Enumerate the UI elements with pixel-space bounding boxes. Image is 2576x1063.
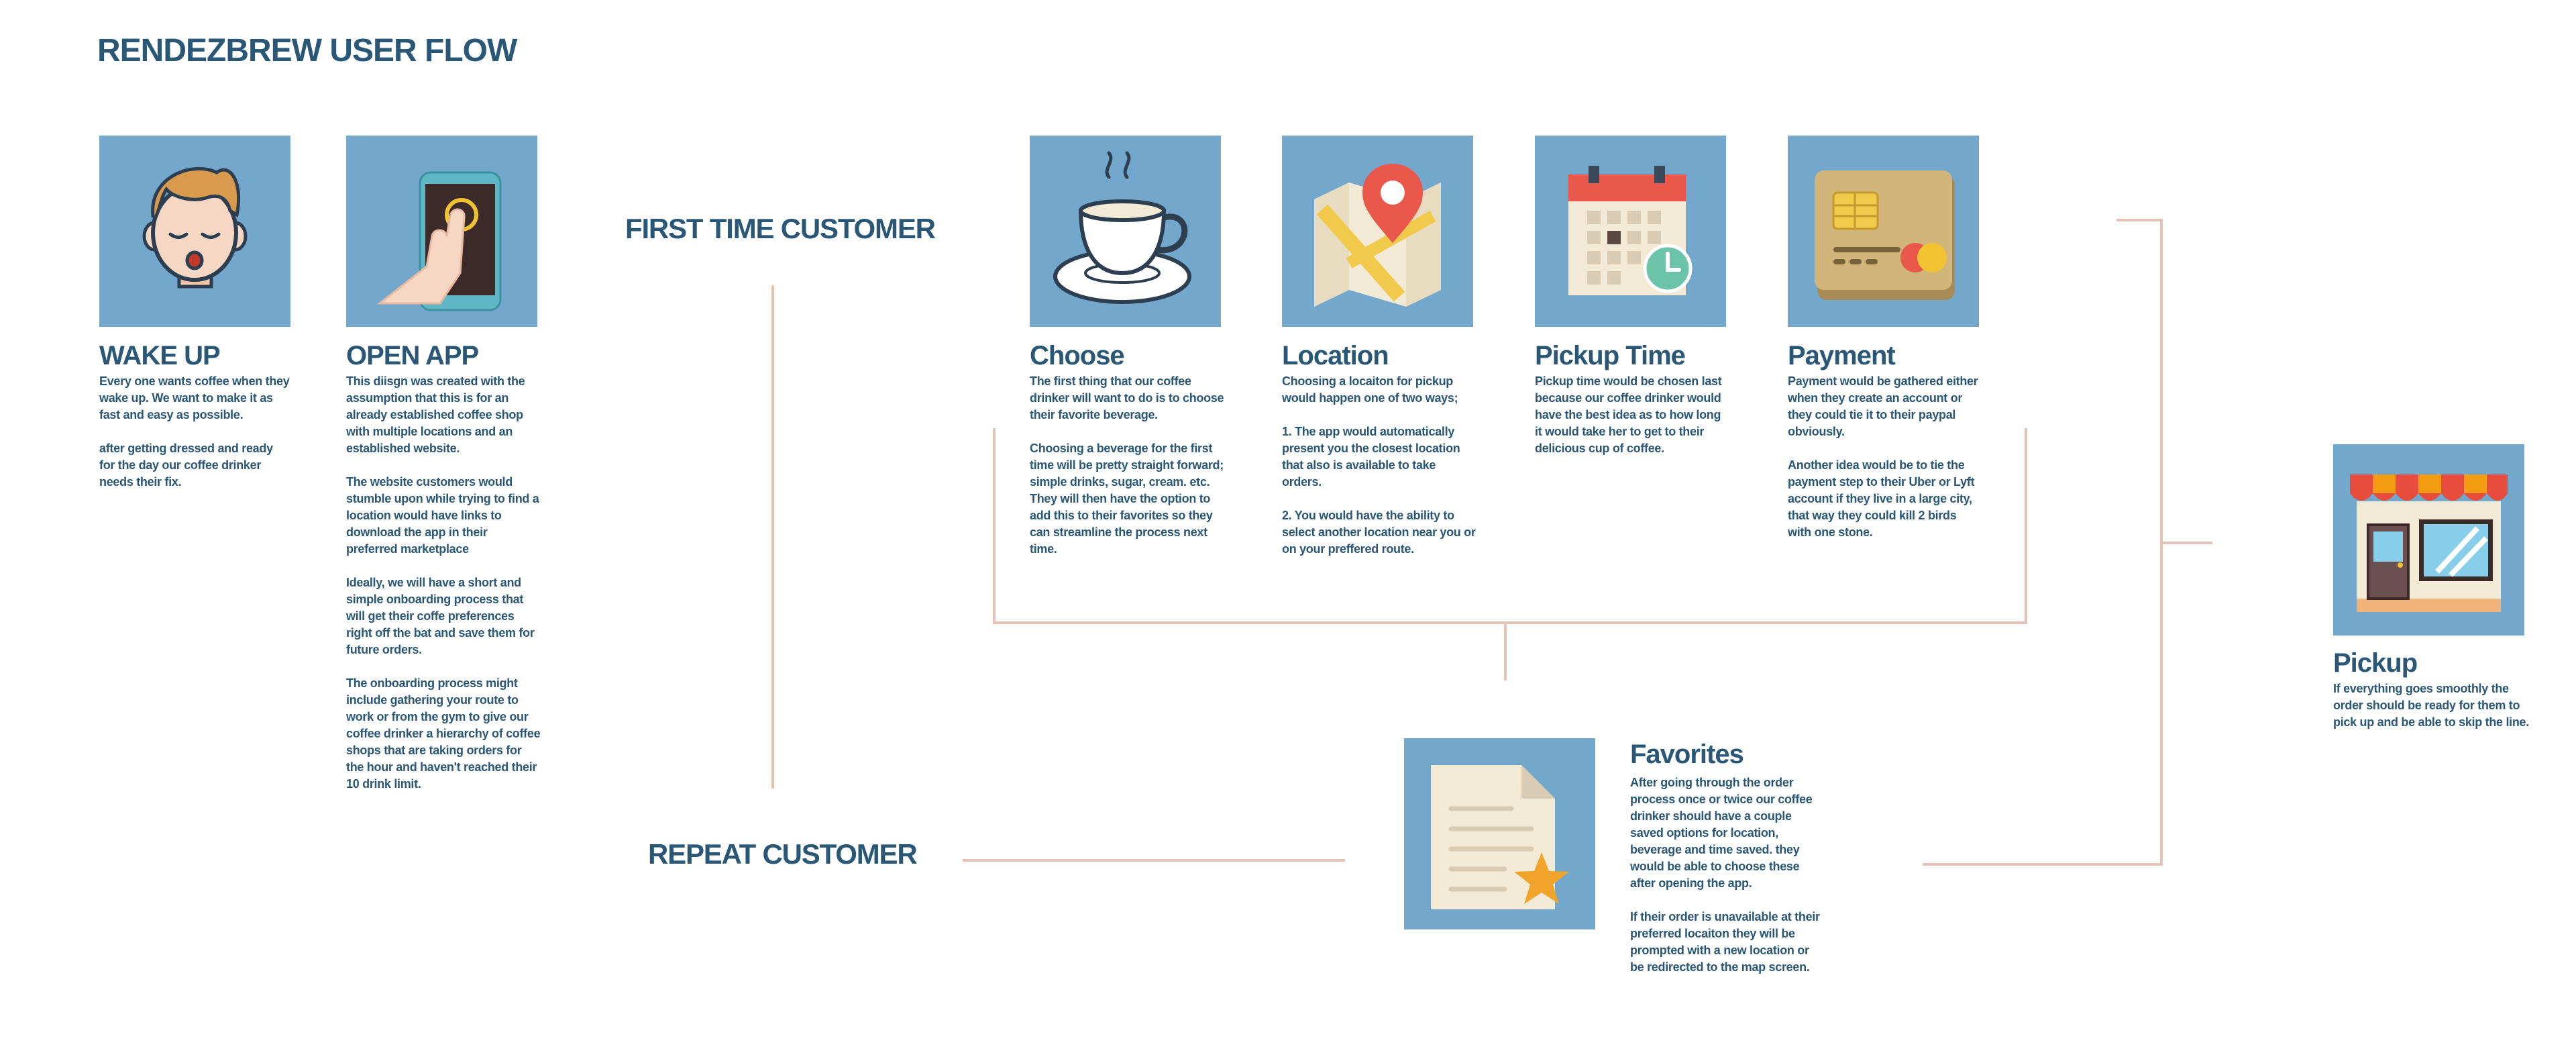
favorites-body: After going through the order process on… (1630, 774, 1825, 976)
pickup-time-tile (1535, 136, 1726, 327)
wake-up-body: Every one wants coffee when they wake up… (99, 373, 290, 491)
payment-text-1: Payment would be gathered either when th… (1788, 374, 1978, 438)
divider-line (771, 285, 774, 789)
open-app-text-4: The onboarding process might include gat… (346, 676, 541, 791)
page-title: RENDEZBREW USER FLOW (97, 33, 517, 68)
location-heading: Location (1282, 341, 1389, 370)
favorites-text-1: After going through the order process on… (1630, 776, 1813, 890)
merge-bottom-line (1923, 863, 2163, 866)
choose-tile (1030, 136, 1221, 327)
wake-up-heading: WAKE UP (99, 341, 221, 370)
location-text-2: 1. The app would automatically present y… (1282, 425, 1460, 489)
storefront-icon (2350, 474, 2508, 612)
pickup-time-body: Pickup time would be chosen last because… (1535, 373, 1729, 457)
pickup-time-heading: Pickup Time (1535, 341, 1686, 370)
choose-heading: Choose (1030, 341, 1125, 370)
first-time-customer-label: FIRST TIME CUSTOMER (625, 213, 936, 244)
map-pin-icon (1314, 164, 1441, 307)
bracket-stem-line (1504, 621, 1507, 680)
pickup-tile (2333, 444, 2524, 636)
favorites-text-2: If their order is unavailable at their p… (1630, 910, 1820, 974)
coffee-cup-icon (1053, 151, 1191, 304)
open-app-text-3: Ideally, we will have a short and simple… (346, 576, 535, 656)
choose-text-1: The first thing that our coffee drinker … (1030, 374, 1224, 421)
favorites-heading: Favorites (1630, 740, 1744, 769)
merge-out-line (2160, 542, 2212, 544)
wake-up-text-2: after getting dressed and ready for the … (99, 442, 273, 489)
open-app-heading: OPEN APP (346, 341, 479, 370)
choose-body: The first thing that our coffee drinker … (1030, 373, 1224, 558)
sleepy-face-icon (142, 166, 248, 289)
payment-body: Payment would be gathered either when th… (1788, 373, 1982, 541)
bracket-left-line (993, 428, 996, 624)
wake-up-text-1: Every one wants coffee when they wake up… (99, 374, 290, 421)
tap-phone-icon (376, 171, 502, 311)
repeat-customer-label: REPEAT CUSTOMER (648, 838, 918, 870)
pickup-text-1: If everything goes smoothly the order sh… (2333, 682, 2529, 729)
location-body: Choosing a locaiton for pickup would hap… (1282, 373, 1477, 558)
pickup-heading: Pickup (2333, 648, 2418, 678)
open-app-body: This diisgn was created with the assumpt… (346, 373, 541, 793)
calendar-clock-icon (1568, 166, 1693, 295)
pickup-body: If everything goes smoothly the order sh… (2333, 680, 2531, 731)
merge-top-line (2116, 219, 2163, 221)
repeat-connector-line (963, 859, 1345, 862)
bracket-bottom-line (993, 621, 2027, 624)
favorite-document-icon (1431, 765, 1569, 909)
credit-card-icon (1815, 170, 1955, 300)
open-app-text-2: The website customers would stumble upon… (346, 475, 539, 556)
location-tile (1282, 136, 1473, 327)
favorites-tile (1404, 738, 1595, 929)
bracket-right-line (2025, 428, 2027, 624)
wake-up-tile (99, 136, 290, 327)
payment-heading: Payment (1788, 341, 1896, 370)
choose-text-2: Choosing a beverage for the first time w… (1030, 442, 1224, 556)
pickup-time-text-1: Pickup time would be chosen last because… (1535, 374, 1722, 455)
open-app-text-1: This diisgn was created with the assumpt… (346, 374, 525, 455)
location-text-1: Choosing a locaiton for pickup would hap… (1282, 374, 1458, 405)
payment-text-2: Another idea would be to tie the payment… (1788, 458, 1975, 539)
location-text-3: 2. You would have the ability to select … (1282, 509, 1476, 556)
open-app-tile (346, 136, 537, 327)
payment-tile (1788, 136, 1979, 327)
